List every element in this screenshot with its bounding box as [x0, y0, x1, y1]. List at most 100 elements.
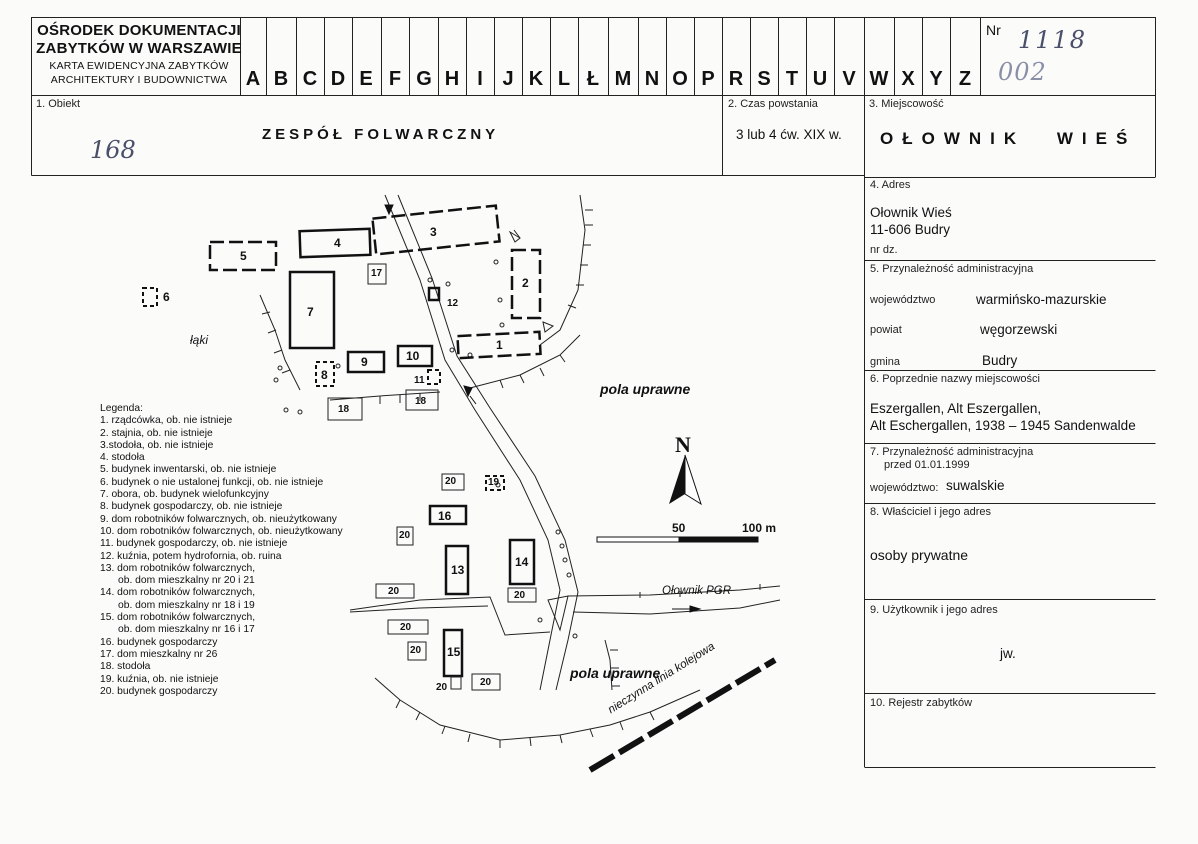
building-15-label: 15 [447, 645, 461, 659]
building-1-label: 1 [496, 338, 503, 352]
building-20g-label: 20 [480, 677, 492, 688]
letter-t: T [785, 68, 799, 90]
miejscowosc-label: 3. Miejscowość [869, 98, 944, 110]
building-4 [298, 227, 372, 259]
legend-item: 1. rządcówka, ob. nie istnieje [100, 415, 233, 427]
west-road-top [349, 596, 551, 636]
letter-y: Y [929, 68, 943, 90]
uzytkownik-label: 9. Użytkownik i jego adres [870, 604, 998, 616]
letter-p: P [701, 68, 715, 90]
wojewodztwo-label: województwo [870, 294, 936, 306]
poprzednie-nazwy-line1: Eszergallen, Alt Eszergallen, [870, 401, 1042, 416]
building-11 [427, 369, 441, 385]
building-16 [428, 504, 468, 526]
letter-l-stroke: Ł [586, 68, 600, 90]
field-edge-east [469, 334, 581, 389]
nr-sub-handwritten: 002 [998, 58, 1047, 86]
building-8-label: 8 [321, 368, 328, 382]
building-11-label: 11 [414, 375, 425, 386]
powiat-label: powiat [870, 324, 902, 336]
legend-item: 20. budynek gospodarczy [100, 685, 218, 697]
building-17 [367, 263, 387, 285]
legend-item: ob. dom mieszkalny nr 20 i 21 [118, 575, 255, 587]
building-20c [375, 583, 415, 599]
building-14 [508, 538, 536, 586]
card-type-line1: KARTA EWIDENCYJNA ZABYTKÓW [49, 60, 229, 72]
gmina-label: gmina [870, 356, 900, 368]
railway-line [588, 657, 777, 773]
letter-h: H [444, 68, 460, 90]
building-2-label: 2 [522, 276, 529, 290]
letter-c: C [302, 68, 318, 90]
building-3 [371, 204, 501, 256]
adres-line2: 11-606 Budry [870, 222, 951, 237]
building-9-label: 9 [361, 355, 368, 369]
building-18b-label: 18 [415, 396, 427, 407]
north-arrow [669, 454, 702, 506]
przed-wojewodztwo-label: województwo: [870, 482, 939, 494]
letter-i: I [477, 68, 483, 90]
main-road-edge-left [384, 194, 561, 691]
building-15 [442, 628, 464, 678]
letter-s: S [757, 68, 771, 90]
legend-item: 12. kuźnia, potem hydrofornia, ob. ruina [100, 550, 282, 562]
building-7 [288, 270, 336, 350]
letter-f: F [388, 68, 402, 90]
nr-label: Nr [986, 22, 1001, 38]
legend-item: 6. budynek o nie ustalonej funkcji, ob. … [100, 476, 324, 488]
letter-j: J [502, 68, 514, 90]
building-1 [456, 330, 542, 360]
obiekt-label: 1. Obiekt [36, 98, 81, 110]
legend-item: ob. dom mieszkalny nr 16 i 17 [118, 624, 255, 636]
building-7-label: 7 [307, 305, 314, 319]
wojewodztwo-value: warmińsko-mazurskie [976, 292, 1107, 307]
institution-header: OŚRODEK DOKUMENTACJI ZABYTKÓW W WARSZAWI… [34, 22, 244, 86]
building-20d-label: 20 [514, 590, 526, 601]
legend-item: 3.stodoła, ob. nie istnieje [100, 439, 214, 451]
adres-nrdz: nr dz. [870, 244, 898, 256]
building-19 [485, 475, 505, 491]
poprzednie-nazwy-label: 6. Poprzednie nazwy miejscowości [870, 373, 1040, 385]
legend-item: 18. stodoła [100, 661, 151, 673]
letter-v: V [842, 68, 856, 90]
letter-k: K [528, 68, 544, 90]
czas-value: 3 lub 4 ćw. XIX w. [736, 127, 842, 142]
letter-z: Z [958, 68, 972, 90]
building-5-label: 5 [240, 249, 247, 263]
field-label-south: pola uprawne [570, 665, 661, 681]
card-type-line2: ARCHITEKTURY I BUDOWNICTWA [50, 74, 228, 86]
legend-item: 14. dom robotników folwarcznych, [100, 587, 256, 599]
letter-b: B [273, 68, 289, 90]
map-legend: Legenda: 1. rządcówka, ob. nie istnieje … [100, 403, 343, 698]
legend-item: 7. obora, ob. budynek wielofunkcyjny [100, 489, 269, 501]
legend-item: 8. budynek gospodarczy, ob. nie istnieje [100, 501, 283, 513]
building-12-label: 12 [447, 298, 459, 309]
building-10 [396, 344, 434, 368]
building-6-label: 6 [163, 290, 170, 304]
building-20c-label: 20 [388, 586, 400, 597]
field-edge-north [539, 194, 586, 346]
scale-label-50: 50 [672, 521, 686, 535]
building-18b [405, 389, 439, 411]
building-18a [327, 397, 363, 421]
wlasciciel-value: osoby prywatne [870, 547, 969, 563]
building-20a [441, 473, 465, 491]
field-label-north: pola uprawne [600, 381, 691, 397]
building-9 [346, 350, 386, 374]
meadow-label: łąki [190, 333, 209, 347]
building-20e [387, 619, 429, 635]
building-20h-label: 20 [436, 682, 448, 693]
obiekt-value: ZESPÓŁ FOLWARCZNY [262, 126, 500, 143]
poprzednie-nazwy-line2: Alt Eschergallen, 1938 – 1945 Sandenwald… [870, 418, 1136, 433]
obiekt-handwritten: 168 [90, 136, 136, 164]
north-letter: N [675, 432, 691, 457]
building-14-label: 14 [515, 555, 529, 569]
building-16-label: 16 [438, 509, 452, 523]
adres-label: 4. Adres [870, 179, 911, 191]
letter-e: E [359, 68, 373, 90]
building-20f-label: 20 [410, 645, 422, 656]
uzytkownik-value: jw. [1000, 646, 1016, 661]
legend-item: ob. dom mieszkalny nr 18 i 19 [118, 599, 255, 611]
building-6 [142, 287, 158, 307]
